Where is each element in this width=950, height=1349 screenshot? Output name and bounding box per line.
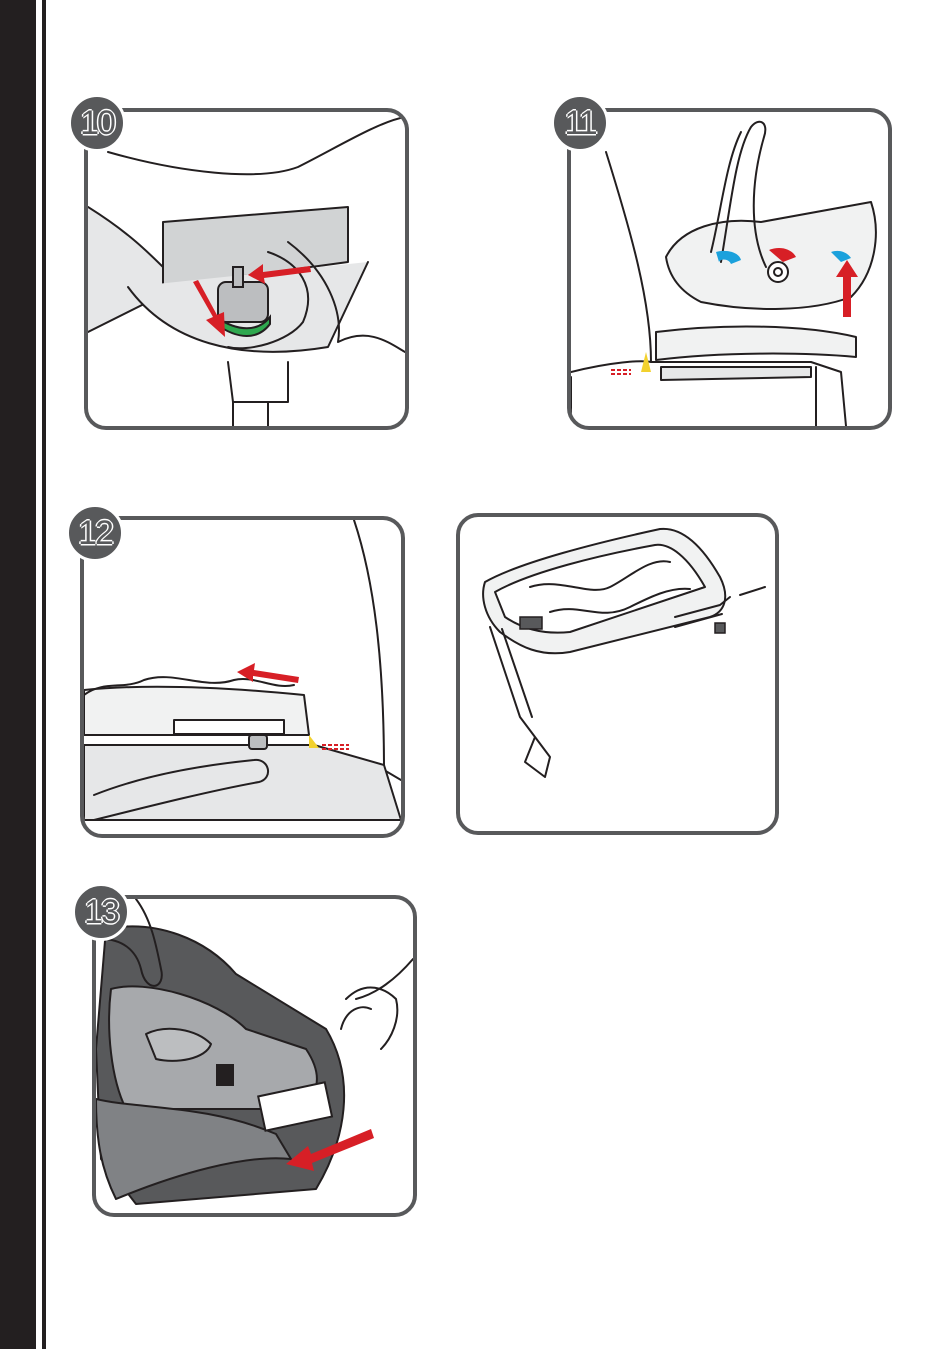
insert-manual-into-pocket-icon	[96, 899, 413, 1213]
step-11-panel	[567, 108, 892, 430]
step-10-panel	[84, 108, 409, 430]
step-13-panel	[92, 895, 417, 1217]
isofix-base-overview-icon	[460, 517, 775, 831]
step-11-badge: 11	[551, 94, 609, 152]
step-10-badge: 10	[68, 94, 126, 152]
step-11-number: 11	[564, 104, 595, 143]
step-12-panel	[80, 516, 405, 838]
base-slid-back-to-seat-icon	[84, 520, 401, 834]
step-10-number: 10	[80, 104, 114, 143]
carrier-lifted-from-base-icon	[571, 112, 888, 426]
base-overview-panel	[456, 513, 779, 835]
step-12-number: 12	[78, 514, 112, 553]
step-12-badge: 12	[66, 504, 124, 562]
step-13-number: 13	[84, 893, 118, 932]
step-13-badge: 13	[72, 883, 130, 941]
sidebar-rule	[42, 0, 46, 1349]
sidebar-bar	[0, 0, 36, 1349]
hand-pressing-release-button-icon	[88, 112, 405, 426]
